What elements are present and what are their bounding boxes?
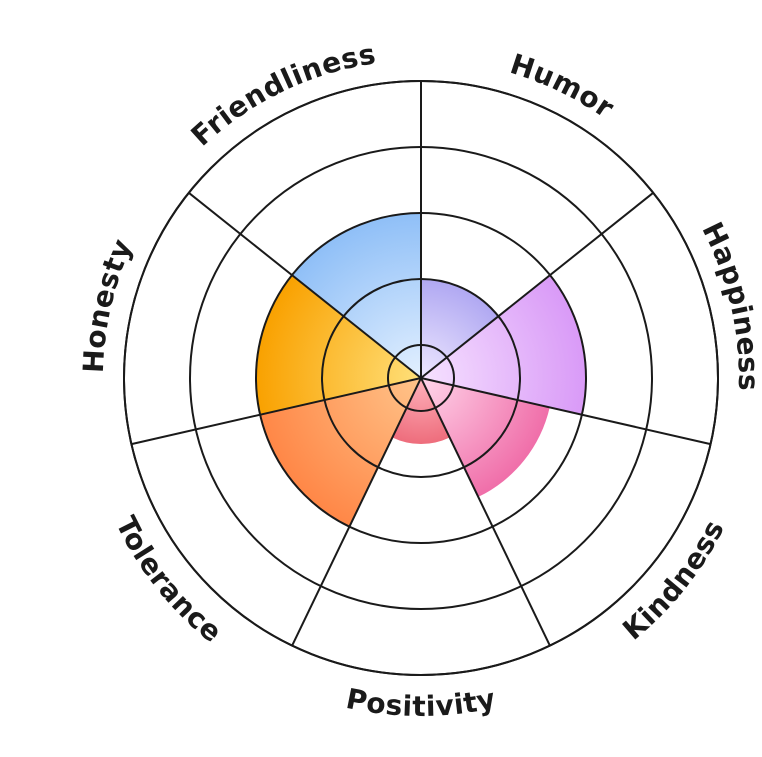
grid-spoke xyxy=(291,377,422,647)
slice-kindness xyxy=(421,378,550,497)
label-humor: Humor xyxy=(506,47,620,124)
grid-spoke xyxy=(420,377,711,446)
grid-spoke xyxy=(420,377,551,647)
grid-spoke xyxy=(420,192,654,379)
label-tolerance: Tolerance xyxy=(109,511,228,649)
label-friendliness: Friendliness xyxy=(185,37,379,152)
grid-spoke xyxy=(131,377,422,446)
slice-friendliness xyxy=(292,213,421,378)
label-honesty: Honesty xyxy=(77,234,139,374)
grid-layer xyxy=(123,80,719,676)
slice-happiness xyxy=(421,275,586,415)
slice-humor xyxy=(421,279,499,378)
grid-spoke xyxy=(188,192,422,379)
slice-honesty xyxy=(256,275,421,415)
label-happiness: Happiness xyxy=(695,217,762,392)
label-positivity: Positivity xyxy=(343,682,498,723)
